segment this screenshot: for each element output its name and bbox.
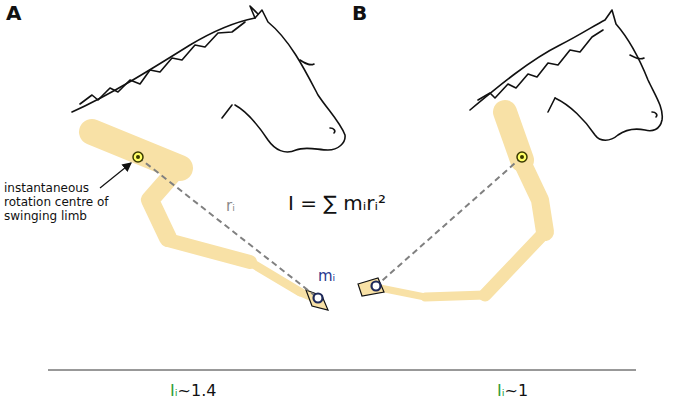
- forelimb-bones: [92, 132, 318, 300]
- mass-point: [314, 294, 323, 303]
- rotation-centre: [133, 152, 143, 162]
- inertia-symbol: Iᵢ: [497, 382, 505, 400]
- divider-line: [48, 370, 636, 371]
- inertia-value: ~1: [505, 382, 529, 400]
- rotation-centre: [520, 155, 524, 159]
- forelimb-bones: [380, 112, 545, 297]
- hoof: [358, 278, 384, 296]
- mass-point: [372, 282, 381, 291]
- inertia-value: ~1.4: [178, 382, 217, 400]
- rotation-centre: [517, 152, 527, 162]
- leader-arrow: [100, 163, 131, 188]
- formula: I = ∑ mᵢrᵢ²: [288, 192, 386, 215]
- hoof: [306, 290, 328, 310]
- radius-line: [376, 157, 522, 286]
- annotation-text: instantaneous rotation centre of swingin…: [4, 182, 116, 223]
- inertia-symbol: Iᵢ: [170, 382, 178, 400]
- radius-line: [138, 157, 318, 298]
- mass-label: mᵢ: [318, 268, 335, 285]
- panel-letter: B: [352, 2, 367, 25]
- radius-label: rᵢ: [226, 198, 235, 215]
- panel-letter: A: [6, 2, 21, 25]
- rotation-centre: [136, 155, 140, 159]
